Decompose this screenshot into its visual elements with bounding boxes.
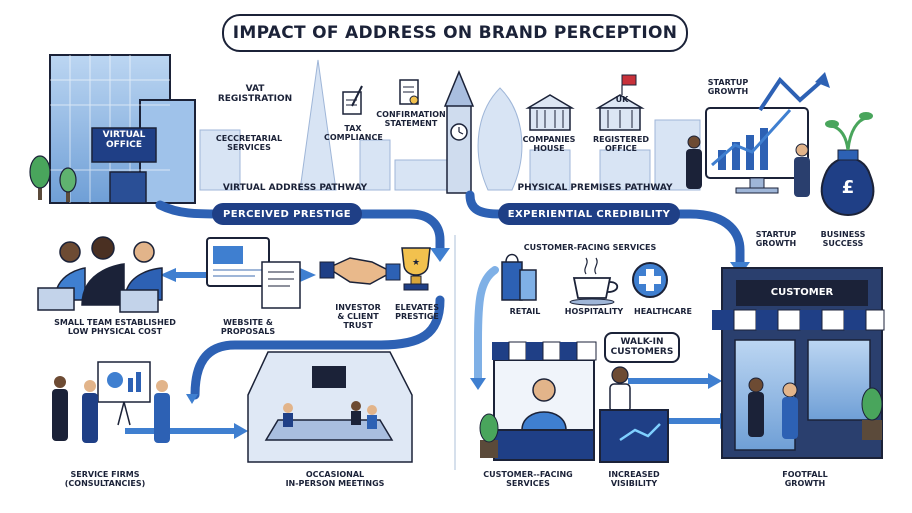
business-people <box>686 135 810 197</box>
experiential-credibility-banner: EXPERIENTIAL CREDIBILITY <box>498 203 680 225</box>
healthcare-cross-icon <box>632 262 668 298</box>
money-bag-icon <box>820 112 875 217</box>
meetings-label: OCCASIONAL IN-PERSON MEETINGS <box>285 470 385 489</box>
shopping-bags-icon <box>501 253 537 301</box>
footfall-growth-label: FOOTFALL GROWTH <box>782 470 828 489</box>
team-illustration <box>37 236 163 313</box>
confirmation-statement-label: CONFIRMATION STATEMENT <box>376 110 446 129</box>
healthcare-label: HEALTHCARE <box>634 307 692 316</box>
shop-front <box>712 267 885 459</box>
physical-pathway-label: PHYSICAL PREMISES PATHWAY <box>517 183 673 193</box>
shoppers <box>748 377 798 439</box>
customer-facing-bottom-label: CUSTOMER--FACING SERVICES <box>483 470 573 489</box>
svg-text:★: ★ <box>412 258 420 268</box>
page-title: IMPACT OF ADDRESS ON BRAND PERCEPTION <box>222 14 688 52</box>
tree-icon <box>29 155 77 202</box>
certificate-icon <box>399 79 419 105</box>
website-proposals-icon <box>206 237 301 309</box>
virtual-pathway-label: VIRTUAL ADDRESS PATHWAY <box>222 183 368 193</box>
meeting-room-illustration <box>247 351 413 463</box>
startup-growth-label: STARTUP GROWTH <box>755 230 797 249</box>
growth-chart-monitor <box>705 72 830 194</box>
handshake-icon <box>319 257 401 285</box>
perceived-prestige-banner: PERCEIVED PRESTIGE <box>212 203 362 225</box>
coffee-cup-icon <box>569 257 619 306</box>
customer-facing-heading: CUSTOMER-FACING SERVICES <box>523 243 657 252</box>
walk-in-customers-callout: WALK-IN CUSTOMERS <box>604 332 680 363</box>
increased-visibility-label: INCREASED VISIBILITY <box>608 470 660 489</box>
counter-staff <box>599 366 669 463</box>
registered-office-icon <box>595 74 645 131</box>
secretarial-services-label: CECCRETARIAL SERVICES <box>215 134 283 153</box>
pen-document-icon <box>342 85 363 115</box>
market-stall <box>492 341 597 461</box>
elevates-prestige-label: ELEVATES PRESTIGE <box>395 303 439 322</box>
vat-registration-label: VAT REGISTRATION <box>217 84 293 105</box>
trophy-icon: ★ <box>401 247 431 291</box>
retail-label: RETAIL <box>509 307 541 316</box>
shop-sign: CUSTOMER <box>770 287 834 298</box>
business-success-label: BUSINESS SUCCESS <box>820 230 866 249</box>
service-firms-label: SERVICE FIRMS (CONSULTANCIES) <box>64 470 146 489</box>
clock-tower-icon <box>443 70 475 194</box>
tax-compliance-label: TAX COMPLIANCE <box>324 124 383 143</box>
building-sign: VIRTUAL OFFICE <box>102 130 146 151</box>
hospitality-label: HOSPITALITY <box>564 307 624 316</box>
startup-growth-top-label: STARTUP GROWTH <box>707 78 749 97</box>
plant-icon <box>479 387 883 458</box>
companies-house-label: COMPANIES HOUSE <box>522 135 576 154</box>
flag-label: UK <box>615 95 629 104</box>
registered-office-label: REGISTERED OFFICE <box>592 135 650 154</box>
currency-symbol: £ <box>841 177 855 198</box>
small-team-label: SMALL TEAM ESTABLISHED LOW PHYSICAL COST <box>54 318 176 337</box>
companies-house-icon <box>525 94 575 131</box>
presenters-illustration <box>52 361 170 443</box>
investor-trust-label: INVESTOR & CLIENT TRUST <box>335 303 381 331</box>
website-proposals-label: WEBSITE & PROPOSALS <box>220 318 276 337</box>
